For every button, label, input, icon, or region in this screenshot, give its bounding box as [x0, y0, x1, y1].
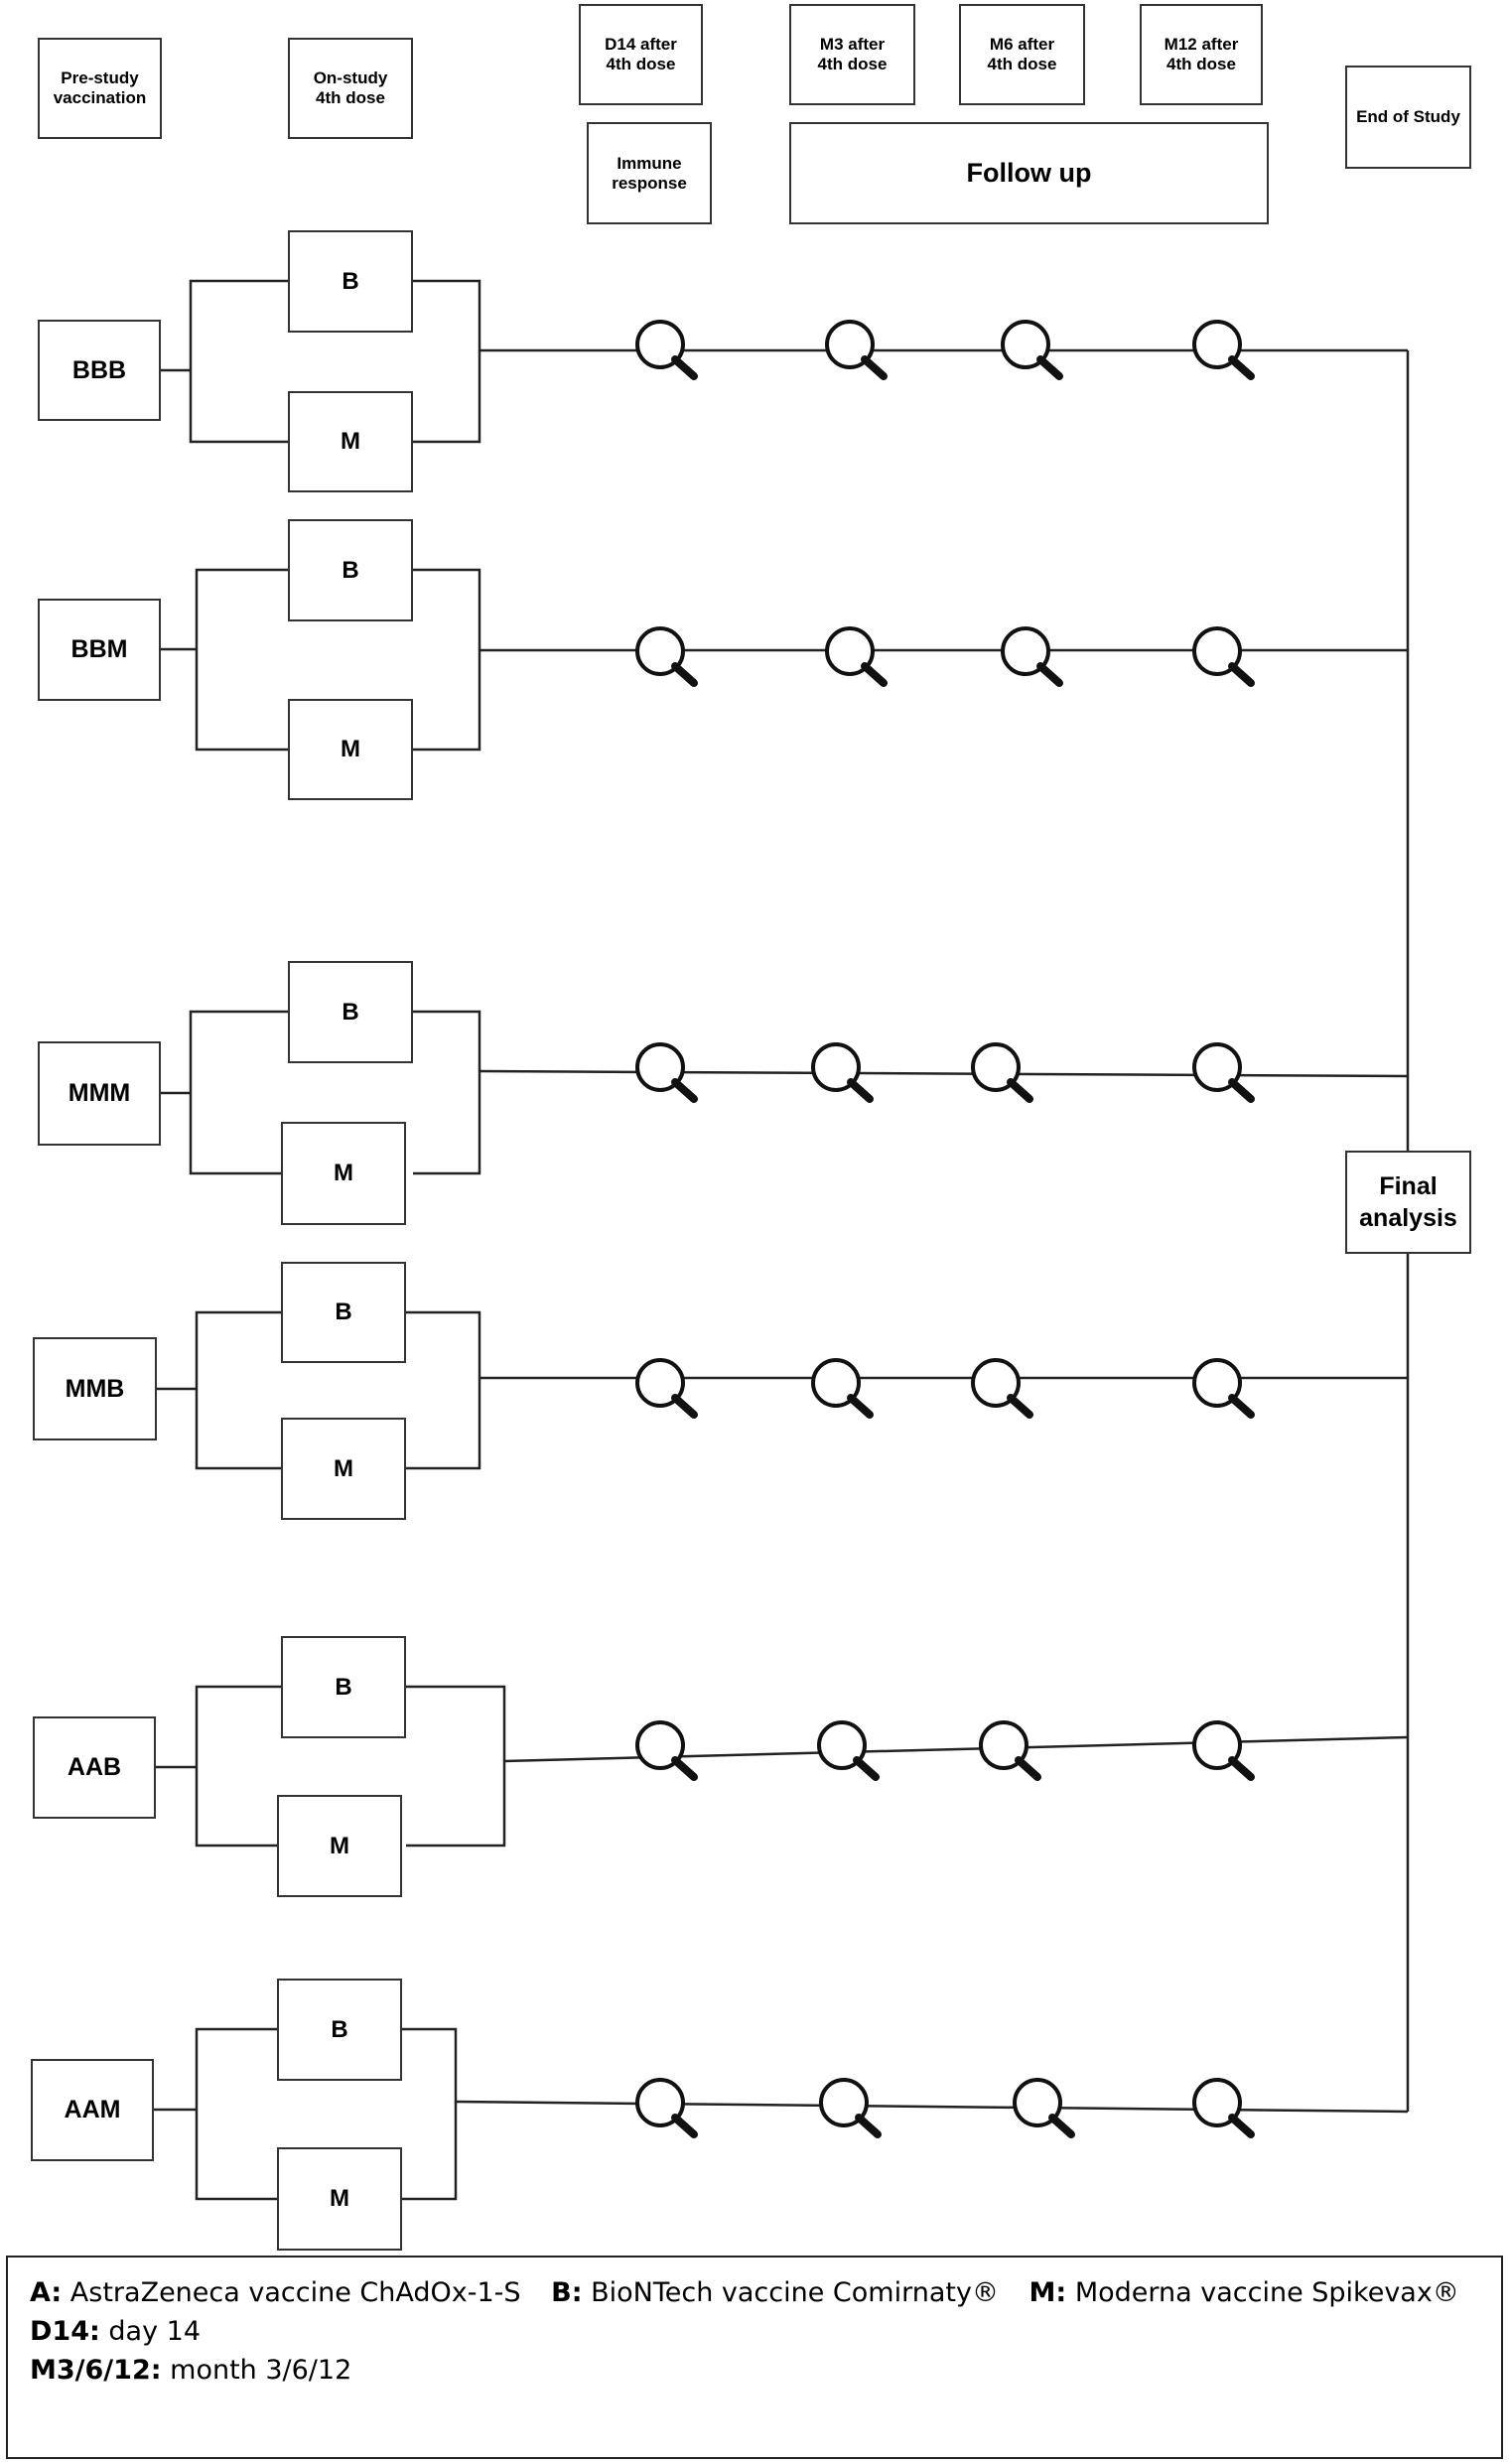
- legend-line-d14: D14: day 14: [30, 2312, 1479, 2351]
- magnifier-icon-bbm-3: [1001, 626, 1063, 687]
- connector-aam-right-bracket: [402, 2027, 458, 2201]
- dose-b-bbm: B: [288, 519, 413, 621]
- immune-response-header: Immune response: [587, 122, 712, 224]
- magnifier-icon-aam-2: [819, 2078, 882, 2138]
- magnifier-icon-bbb-2: [825, 320, 888, 380]
- legend-key-months: M3/6/12:: [30, 2355, 162, 2386]
- magnifier-icon-aam-4: [1192, 2078, 1255, 2138]
- magnifier-icon-aam-3: [1013, 2078, 1075, 2138]
- group-box-aab: AAB: [33, 1716, 156, 1819]
- legend-text-b: BioNTech vaccine Comirnaty®: [591, 2277, 999, 2308]
- dose-m-mmm: M: [281, 1122, 406, 1225]
- connector-mmb-right-bracket: [406, 1310, 481, 1470]
- legend: A: AstraZeneca vaccine ChAdOx-1-S B: Bio…: [6, 2256, 1503, 2459]
- magnifier-icon-bbb-4: [1192, 320, 1255, 380]
- magnifier-icon-mmm-2: [811, 1042, 874, 1103]
- magnifier-icon-mmb-3: [971, 1358, 1033, 1419]
- legend-key-m: M:: [1029, 2277, 1067, 2308]
- legend-key-d14: D14:: [30, 2316, 100, 2347]
- group-box-bbb: BBB: [38, 320, 161, 421]
- connector-mmm-timeline: [479, 1069, 1409, 1078]
- legend-text-a: AstraZeneca vaccine ChAdOx-1-S: [69, 2277, 521, 2308]
- connector-bbm-right-bracket: [413, 568, 481, 752]
- d14-after-4th-dose-header: D14 after 4th dose: [579, 4, 703, 105]
- connector-aam-left-bracket: [195, 2027, 277, 2201]
- magnifier-icon-bbm-4: [1192, 626, 1255, 687]
- dose-b-aab: B: [281, 1636, 406, 1738]
- m6-after-4th-dose-header: M6 after 4th dose: [959, 4, 1085, 105]
- pre-study-vaccination-header: Pre-study vaccination: [38, 38, 162, 139]
- connector-aab-right-bracket: [406, 1685, 506, 1848]
- connector-mmm-right-bracket: [413, 1010, 481, 1175]
- magnifier-icon-aab-3: [979, 1720, 1041, 1781]
- connector-bbb-right-bracket: [413, 279, 481, 444]
- connector-mmm-left-bracket: [189, 1010, 288, 1175]
- legend-key-a: A:: [30, 2277, 63, 2308]
- dose-b-bbb: B: [288, 230, 413, 333]
- magnifier-icon-aam-1: [635, 2078, 698, 2138]
- dose-b-mmb: B: [281, 1262, 406, 1363]
- magnifier-icon-mmb-4: [1192, 1358, 1255, 1419]
- legend-text-d14: day 14: [108, 2316, 201, 2347]
- group-box-mmb: MMB: [33, 1337, 157, 1440]
- dose-b-aam: B: [277, 1979, 402, 2081]
- magnifier-icon-mmm-1: [635, 1042, 698, 1103]
- end-of-study-header: End of Study: [1345, 66, 1471, 169]
- connector-aam-timeline: [455, 2100, 1409, 2114]
- connector-aab-left-bracket: [195, 1685, 281, 1848]
- magnifier-icon-bbb-1: [635, 320, 698, 380]
- dose-m-bbb: M: [288, 391, 413, 492]
- group-box-mmm: MMM: [38, 1041, 161, 1146]
- connector-bbm-left-bracket: [195, 568, 288, 752]
- dose-m-bbm: M: [288, 699, 413, 800]
- legend-line-months: M3/6/12: month 3/6/12: [30, 2351, 1479, 2390]
- connector-bbb-left-bracket: [189, 279, 288, 444]
- dose-b-mmm: B: [288, 961, 413, 1063]
- magnifier-icon-bbm-2: [825, 626, 888, 687]
- magnifier-icon-aab-1: [635, 1720, 698, 1781]
- magnifier-icon-aab-2: [817, 1720, 880, 1781]
- legend-text-m: Moderna vaccine Spikevax®: [1074, 2277, 1459, 2308]
- final-analysis-box: Final analysis: [1345, 1151, 1471, 1254]
- m3-after-4th-dose-header: M3 after 4th dose: [789, 4, 915, 105]
- dose-m-mmb: M: [281, 1418, 406, 1520]
- magnifier-icon-mmb-1: [635, 1358, 698, 1419]
- group-box-bbm: BBM: [38, 599, 161, 701]
- group-box-aam: AAM: [31, 2059, 154, 2161]
- magnifier-icon-mmb-2: [811, 1358, 874, 1419]
- magnifier-icon-mmm-3: [971, 1042, 1033, 1103]
- magnifier-icon-bbb-3: [1001, 320, 1063, 380]
- follow-up-header: Follow up: [789, 122, 1269, 224]
- dose-m-aab: M: [277, 1795, 402, 1897]
- m12-after-4th-dose-header: M12 after 4th dose: [1140, 4, 1263, 105]
- legend-text-months: month 3/6/12: [170, 2355, 352, 2386]
- legend-line-vaccines: A: AstraZeneca vaccine ChAdOx-1-S B: Bio…: [30, 2273, 1479, 2312]
- magnifier-icon-bbm-1: [635, 626, 698, 687]
- on-study-4th-dose-header: On-study 4th dose: [288, 38, 413, 139]
- connector-mmb-left-bracket: [195, 1310, 281, 1470]
- dose-m-aam: M: [277, 2147, 402, 2251]
- magnifier-icon-mmm-4: [1192, 1042, 1255, 1103]
- magnifier-icon-aab-4: [1192, 1720, 1255, 1781]
- legend-key-b: B:: [551, 2277, 583, 2308]
